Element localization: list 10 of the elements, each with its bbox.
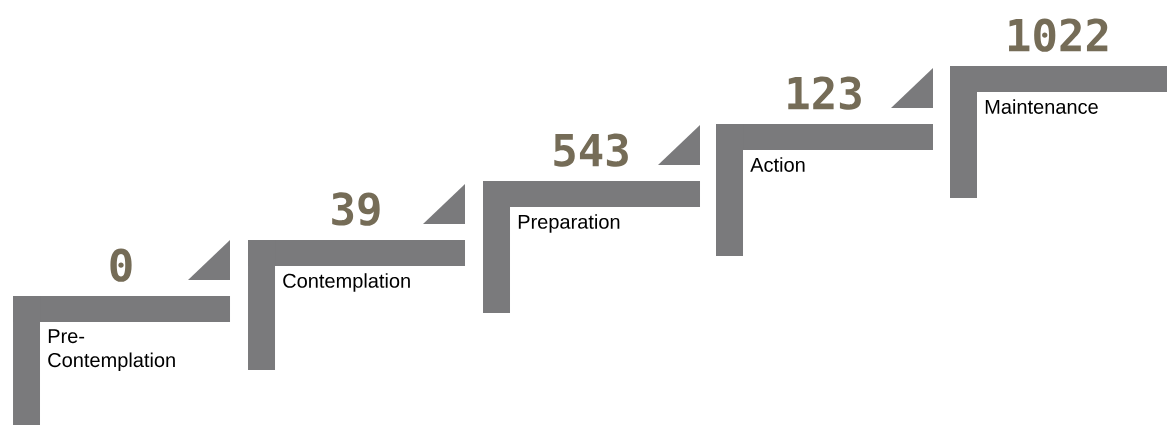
step-value: 1022 xyxy=(1009,18,1108,52)
step-value: 39 xyxy=(332,192,380,226)
node-label: Action xyxy=(750,157,805,172)
step-value: 543 xyxy=(554,133,628,167)
node-label: Contemplation xyxy=(283,273,410,292)
node-label: Pre-Contemplation xyxy=(48,329,175,372)
step-value: 0 xyxy=(110,248,132,282)
step-value: 123 xyxy=(788,76,861,110)
node-label: Preparation xyxy=(518,214,620,233)
node-label: Maintenance xyxy=(985,99,1098,114)
